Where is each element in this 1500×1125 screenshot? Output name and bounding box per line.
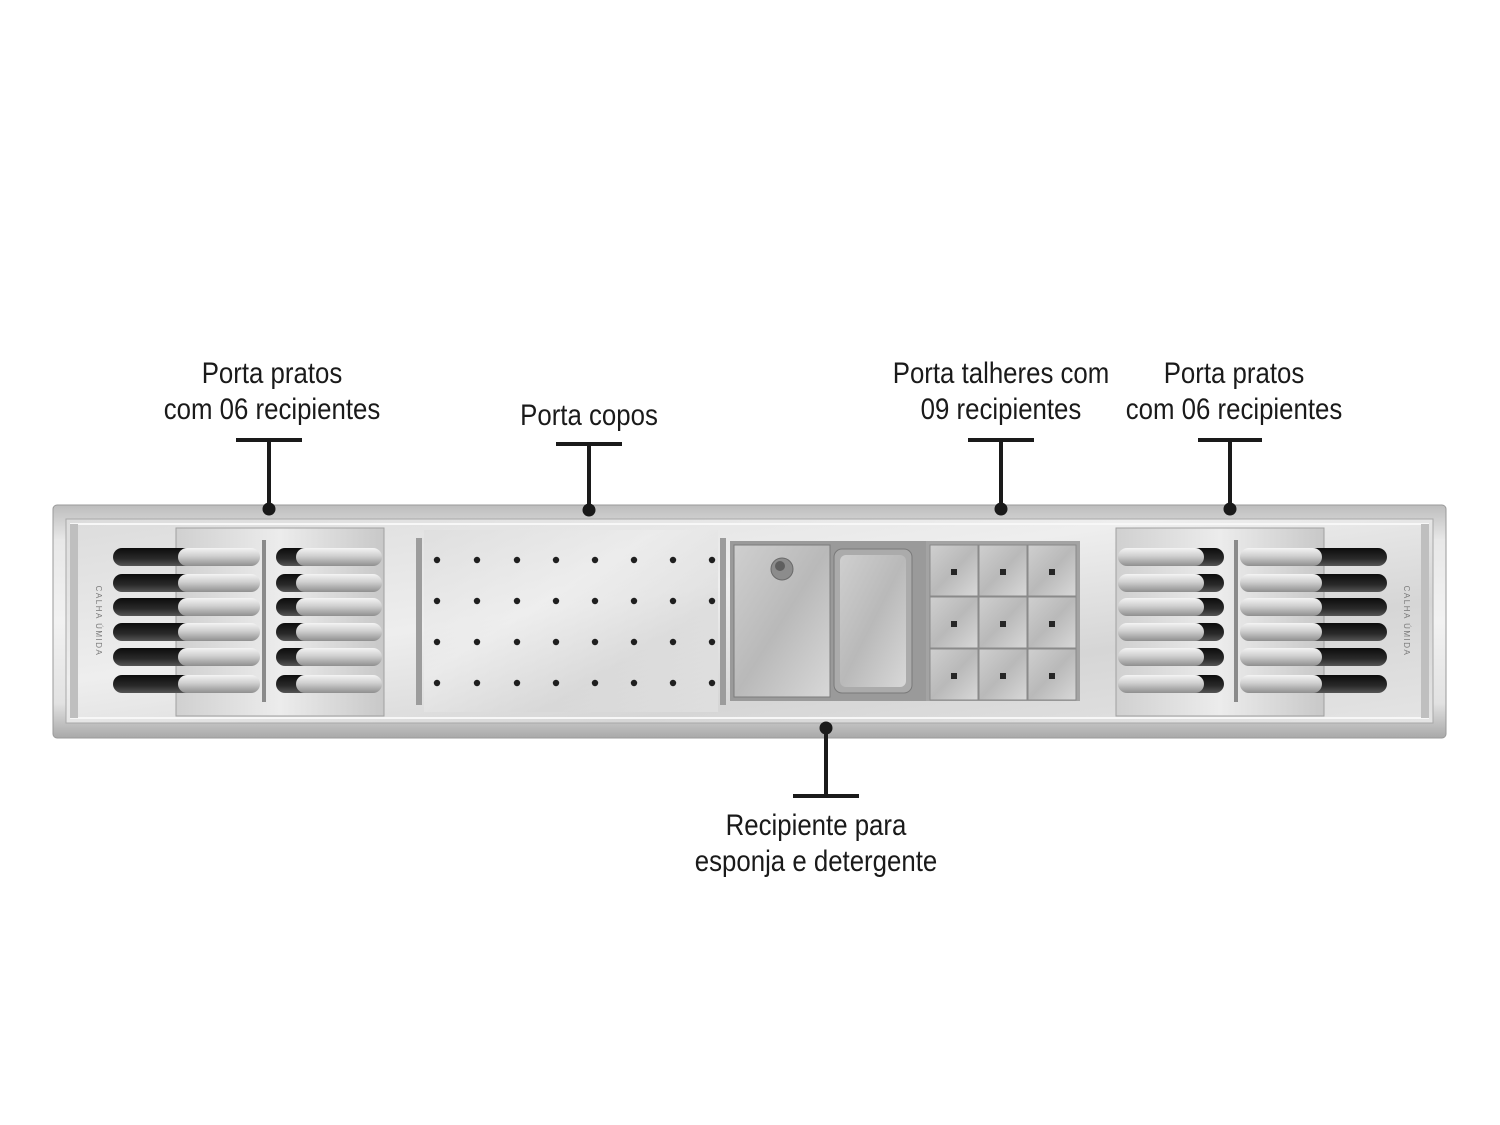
drain-hole bbox=[433, 597, 441, 605]
drain-hole bbox=[552, 597, 560, 605]
leader-dot bbox=[582, 503, 596, 517]
leader-dot bbox=[1223, 502, 1237, 516]
plate-divider bbox=[296, 648, 382, 666]
plate-divider bbox=[1240, 598, 1322, 616]
callout-line: Porta pratos bbox=[201, 357, 343, 390]
plate-divider bbox=[178, 598, 260, 616]
drain-hole bbox=[669, 638, 677, 646]
drain-hole bbox=[433, 679, 441, 687]
callout-line: esponja e detergente bbox=[694, 845, 938, 878]
plate-rack-left bbox=[113, 527, 385, 717]
drain-hole bbox=[473, 556, 481, 564]
plate-divider bbox=[178, 648, 260, 666]
leader-dot bbox=[262, 502, 276, 516]
drain-hole bbox=[473, 638, 481, 646]
plate-divider bbox=[296, 675, 382, 693]
drain-hole bbox=[591, 597, 599, 605]
leader-lines bbox=[236, 438, 1262, 798]
plate-divider bbox=[296, 598, 382, 616]
plate-rack-right bbox=[1115, 527, 1387, 717]
cutlery-drain bbox=[1000, 569, 1006, 575]
drain-hole bbox=[552, 556, 560, 564]
plate-divider bbox=[1240, 648, 1322, 666]
plate-divider bbox=[1118, 548, 1204, 566]
plate-divider bbox=[296, 623, 382, 641]
cutlery-drain bbox=[951, 673, 957, 679]
engraving-left: CALHA ÚMIDA bbox=[94, 586, 103, 657]
callout-line: Porta talheres com bbox=[892, 357, 1110, 390]
plate-divider bbox=[1118, 574, 1204, 592]
callout-line: Porta pratos bbox=[1163, 357, 1305, 390]
callout-line: com 06 recipientes bbox=[163, 393, 381, 426]
cutlery-drain bbox=[1049, 569, 1055, 575]
cutlery-drain bbox=[1049, 673, 1055, 679]
drain-hole bbox=[630, 679, 638, 687]
callout-line: 09 recipientes bbox=[920, 393, 1082, 426]
cutlery-drain bbox=[1000, 621, 1006, 627]
cutlery-drain bbox=[951, 569, 957, 575]
callout-porta-pratos-right: Porta pratos com 06 recipientes bbox=[1126, 356, 1343, 428]
plate-divider bbox=[178, 675, 260, 693]
plate-divider bbox=[178, 623, 260, 641]
drain-hole bbox=[433, 638, 441, 646]
drain-hole bbox=[513, 597, 521, 605]
callout-porta-talheres: Porta talheres com 09 recipientes bbox=[893, 356, 1110, 428]
drain-hole bbox=[473, 679, 481, 687]
callout-line: Porta copos bbox=[520, 399, 658, 432]
cutlery-cell bbox=[978, 544, 1028, 597]
drain-hole bbox=[630, 638, 638, 646]
callout-line: com 06 recipientes bbox=[1125, 393, 1343, 426]
drain-hole bbox=[708, 556, 716, 564]
drain-hole bbox=[552, 638, 560, 646]
drain-hole bbox=[708, 597, 716, 605]
drain-hole bbox=[513, 638, 521, 646]
drain-hole bbox=[708, 638, 716, 646]
plate-divider bbox=[1118, 598, 1204, 616]
callout-line: Recipiente para bbox=[725, 809, 907, 842]
callout-recipiente-esponja: Recipiente para esponja e detergente bbox=[695, 808, 937, 880]
drain-hole bbox=[473, 597, 481, 605]
end-cap-right bbox=[1421, 524, 1429, 718]
cutlery-cell bbox=[929, 648, 979, 701]
drain-hole bbox=[513, 556, 521, 564]
drain-hole bbox=[433, 556, 441, 564]
plate-divider bbox=[1240, 675, 1322, 693]
drain-hole bbox=[513, 679, 521, 687]
drain-hole bbox=[552, 679, 560, 687]
plate-divider bbox=[1118, 675, 1204, 693]
cutlery-drain bbox=[951, 621, 957, 627]
sponge-detergent-holder bbox=[730, 541, 928, 701]
cutlery-drain bbox=[1049, 621, 1055, 627]
plate-divider bbox=[296, 548, 382, 566]
callout-porta-copos: Porta copos bbox=[520, 398, 658, 434]
drain-hole bbox=[591, 556, 599, 564]
plate-divider bbox=[1118, 623, 1204, 641]
drain-hole bbox=[669, 556, 677, 564]
plate-divider bbox=[1240, 574, 1322, 592]
end-cap-left bbox=[70, 524, 78, 718]
engraving-right: CALHA ÚMIDA bbox=[1402, 586, 1411, 657]
cup-holder bbox=[416, 530, 726, 712]
drain-hole bbox=[630, 597, 638, 605]
drain-hole bbox=[669, 679, 677, 687]
leader-dot bbox=[994, 502, 1008, 516]
plate-divider bbox=[1118, 648, 1204, 666]
drain-hole bbox=[669, 597, 677, 605]
cutlery-drain bbox=[1000, 673, 1006, 679]
drain-hole bbox=[591, 679, 599, 687]
plate-divider bbox=[1240, 548, 1322, 566]
plate-divider bbox=[178, 548, 260, 566]
callout-porta-pratos-left: Porta pratos com 06 recipientes bbox=[164, 356, 381, 428]
plate-divider bbox=[1240, 623, 1322, 641]
plate-divider bbox=[178, 574, 260, 592]
drain-hole bbox=[708, 679, 716, 687]
drain-hole bbox=[591, 638, 599, 646]
drain-hole bbox=[630, 556, 638, 564]
plate-divider bbox=[296, 574, 382, 592]
cutlery-holder bbox=[926, 541, 1080, 701]
